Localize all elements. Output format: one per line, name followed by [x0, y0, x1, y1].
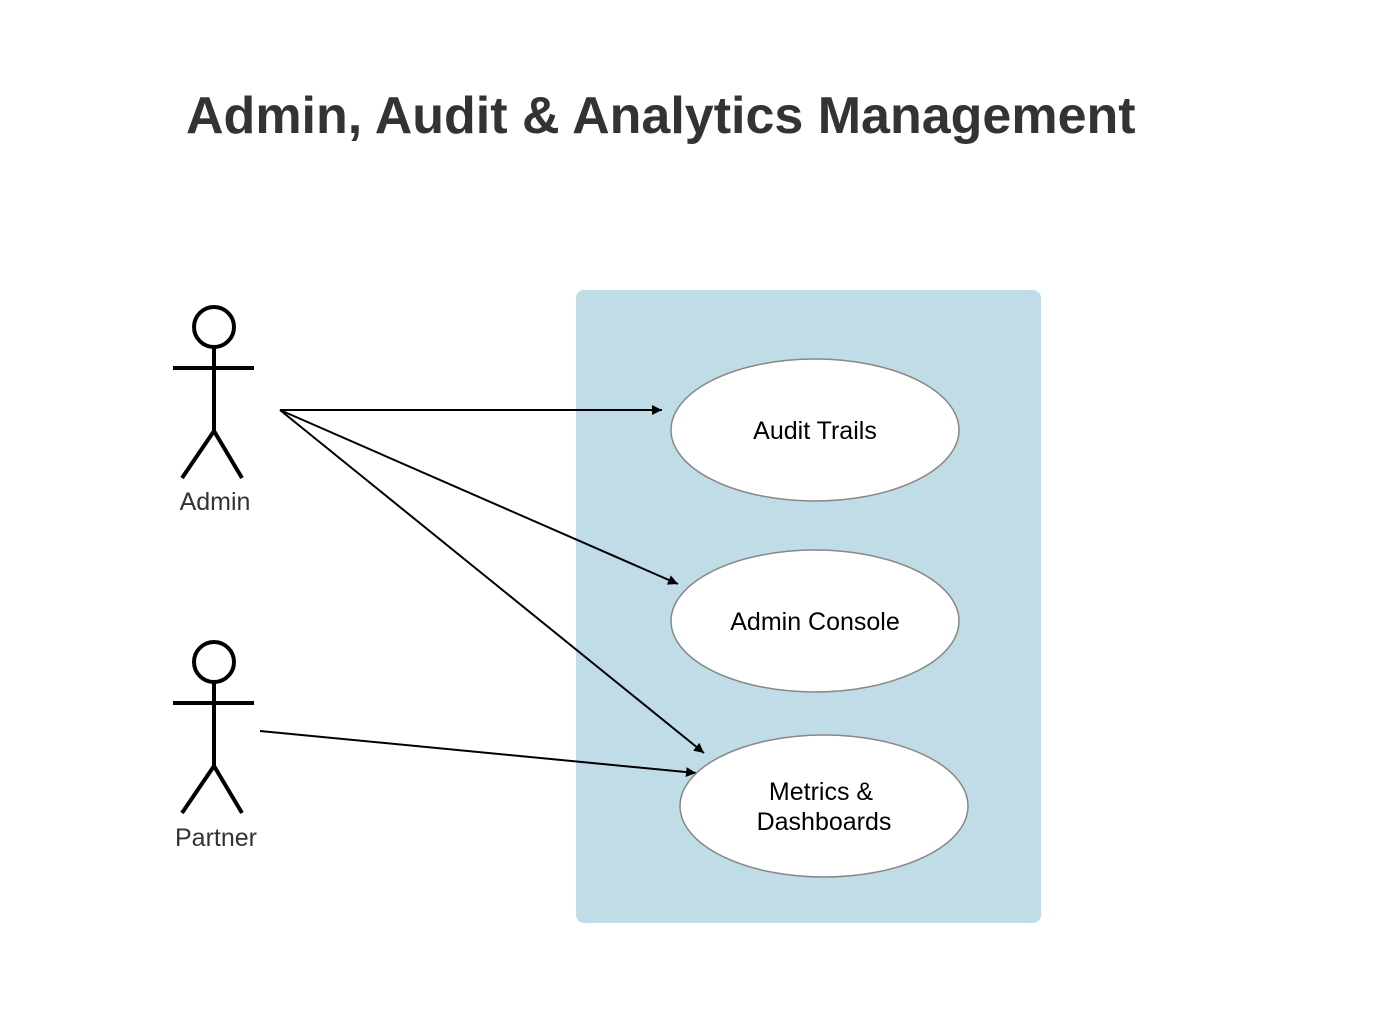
use-case-audit-trails: Audit Trails: [670, 358, 960, 502]
use-case-ellipse: [670, 358, 960, 502]
diagram-title: Admin, Audit & Analytics Management: [186, 87, 1136, 145]
use-case-metrics-dashboards: Metrics & Dashboards: [679, 734, 969, 878]
stick-figure-icon: [173, 640, 254, 815]
use-case-label: Admin Console: [730, 608, 900, 636]
stick-figure-icon: [173, 305, 254, 480]
association-partner-metrics-dashboards: [259, 730, 697, 778]
actor-label: Admin: [180, 488, 251, 516]
association-admin-metrics-dashboards: [279, 409, 705, 754]
actor-admin: Admin: [173, 305, 254, 516]
use-case-ellipse: [679, 734, 969, 878]
use-case-label: Audit Trails: [753, 417, 877, 445]
use-case-label-line-2: Dashboards: [757, 808, 892, 836]
use-case-ellipse: [670, 549, 960, 693]
use-case-label-line-1: Metrics &: [769, 778, 874, 806]
associations: [259, 405, 705, 778]
actor-partner: Partner: [173, 640, 257, 852]
association-admin-admin-console: [279, 409, 679, 585]
actor-label: Partner: [175, 824, 257, 852]
use-case-admin-console: Admin Console: [670, 549, 960, 693]
